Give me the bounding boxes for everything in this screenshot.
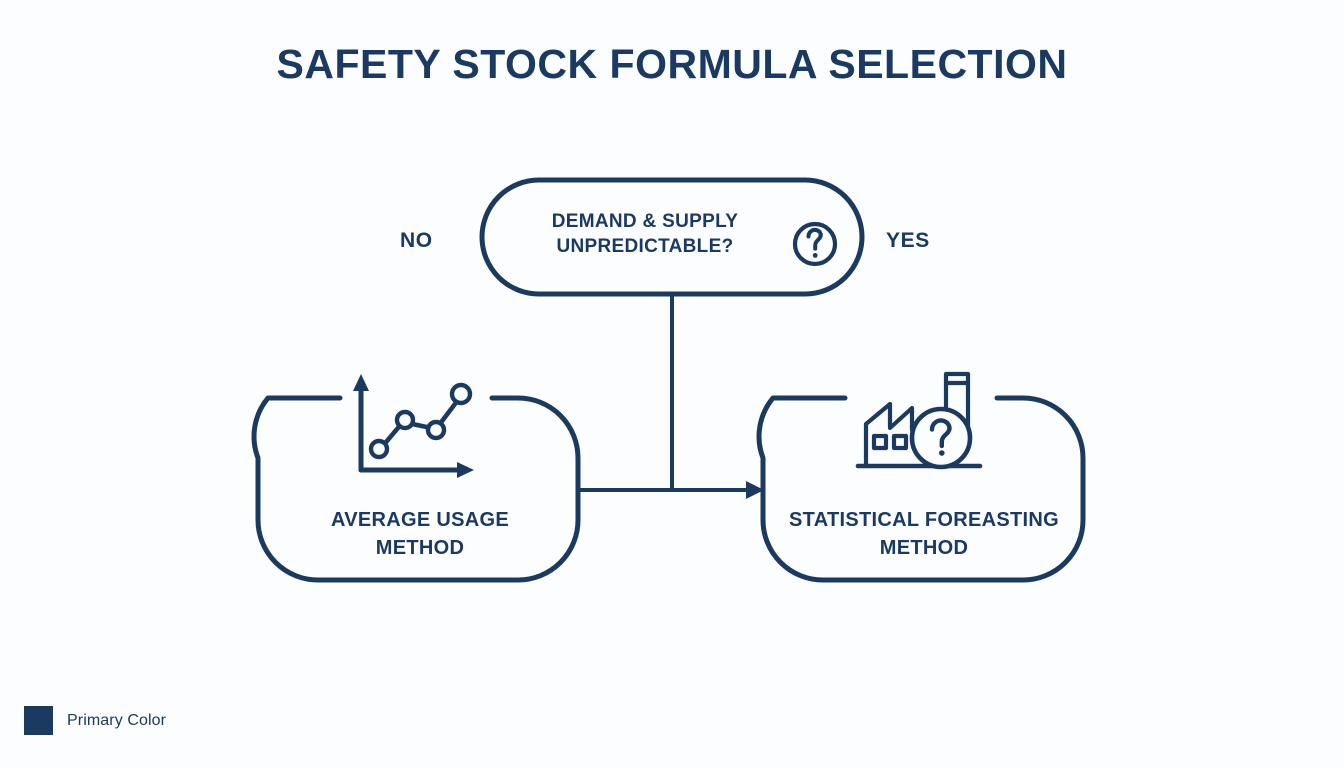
outcome-left-label: AVERAGE USAGE METHOD: [262, 506, 578, 563]
legend-label: Primary Color: [67, 711, 167, 729]
question-circle-icon: [792, 221, 838, 267]
factory-question-icon: [855, 371, 983, 470]
outcome-box-left[interactable]: [251, 395, 581, 583]
outcome-right-label-line2: METHOD: [879, 537, 969, 560]
connector-group: [578, 294, 757, 492]
outcome-right-label-line1: STATISTICAL FOREASTING: [789, 509, 1059, 531]
outcome-box-right[interactable]: [756, 395, 1086, 583]
outcome-right-label: STATISTICAL FOREASTING METHOD: [766, 506, 1082, 563]
decision-node[interactable]: [479, 177, 865, 297]
legend: Primary Color: [24, 706, 166, 735]
outcome-left-label-line2: METHOD: [375, 537, 465, 560]
legend-color-swatch: [24, 706, 53, 735]
branch-label-yes: YES: [886, 229, 930, 252]
connector-arrowhead-icon: [746, 481, 764, 499]
line-chart-icon: [353, 374, 474, 478]
outcome-left-label-line1: AVERAGE USAGE: [330, 509, 509, 531]
page-title: SAFETY STOCK FORMULA SELECTION: [276, 41, 1068, 87]
branch-label-no: NO: [400, 229, 433, 252]
decision-node-label: DEMAND & SUPPLY UNPREDICTABLE?: [500, 209, 790, 259]
decision-label-line1: DEMAND & SUPPLY: [551, 211, 739, 232]
decision-label-line2: UNPREDICTABLE?: [556, 236, 734, 258]
